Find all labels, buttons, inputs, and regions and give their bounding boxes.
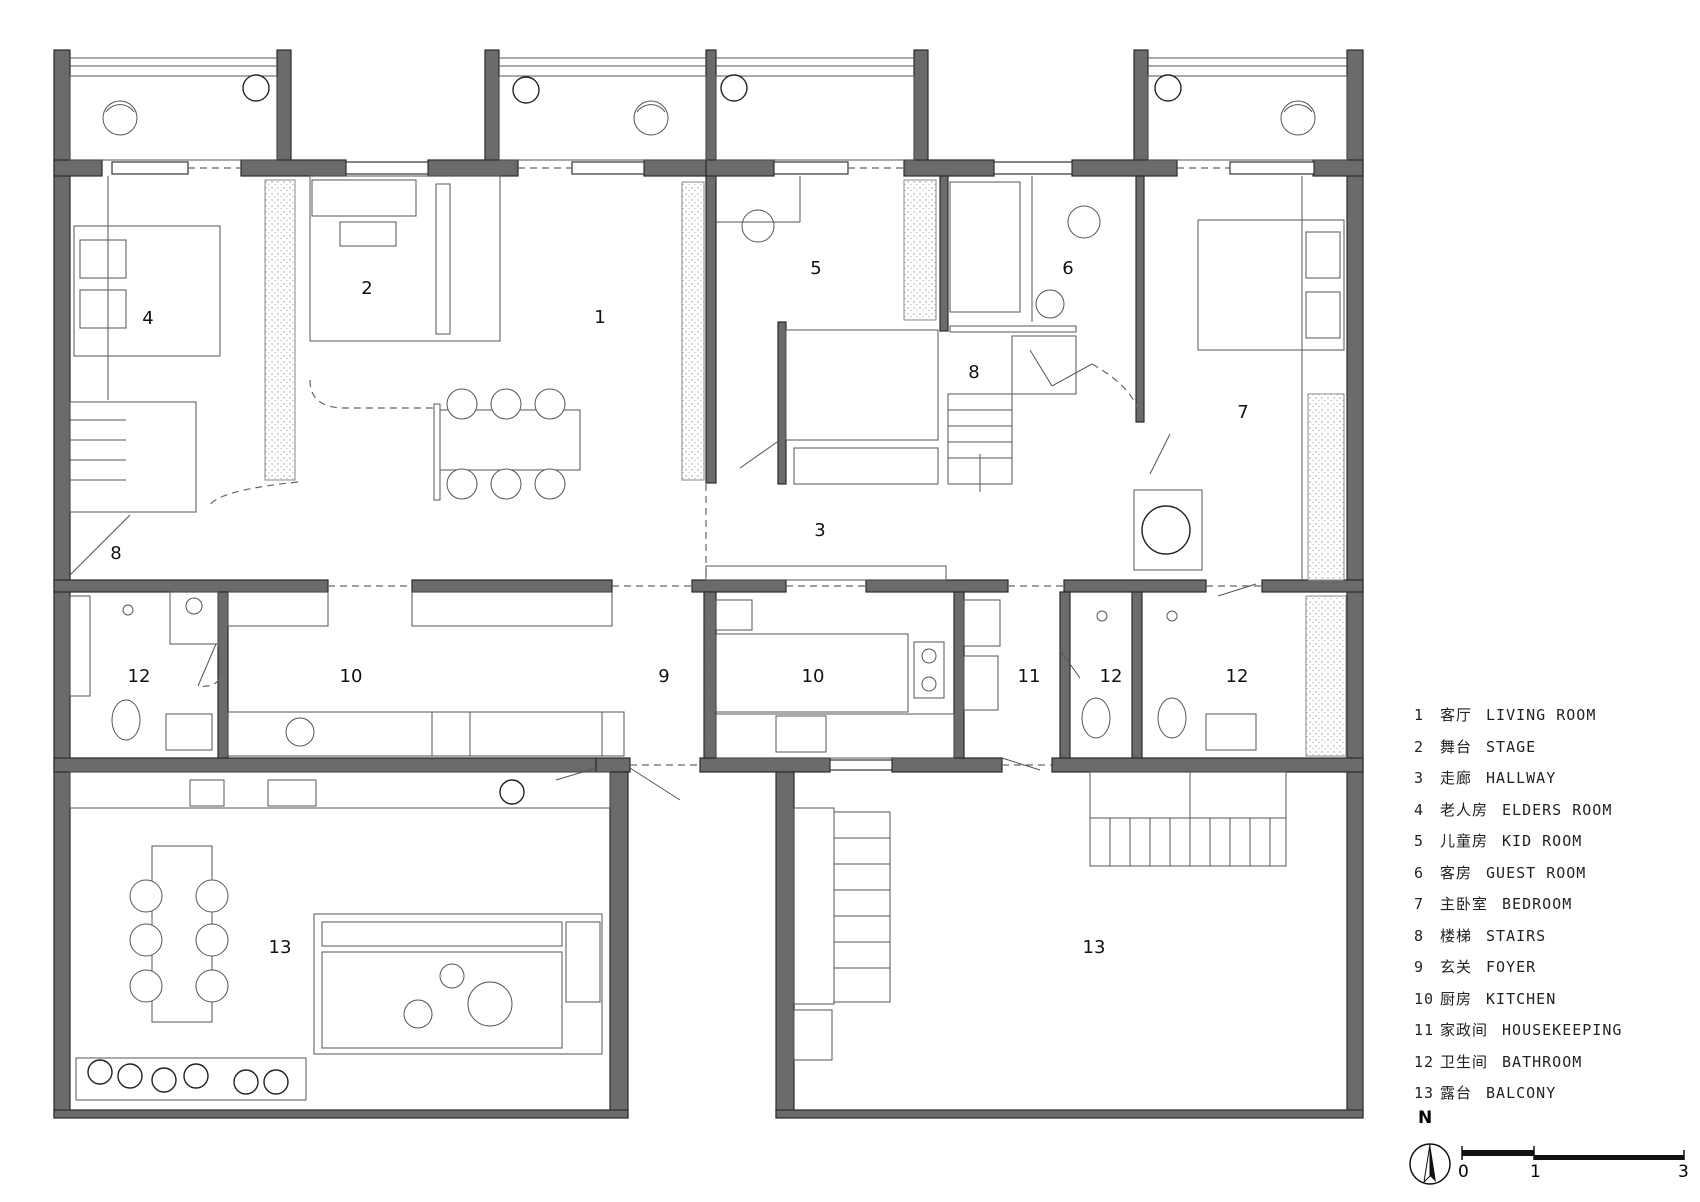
scale-label: 1 bbox=[1530, 1162, 1541, 1182]
bedroom-furniture bbox=[1133, 176, 1345, 581]
room-label: 12 bbox=[1100, 666, 1123, 687]
room-label: 1 bbox=[594, 307, 605, 328]
room-label: 3 bbox=[814, 520, 825, 541]
scale-label: 0 bbox=[1458, 1162, 1469, 1182]
balcony-chairs bbox=[102, 100, 1316, 136]
room-labels: 1 2 3 4 5 6 7 8 8 9 10 10 11 12 12 12 13… bbox=[110, 258, 1248, 958]
room-label: 13 bbox=[269, 937, 292, 958]
room-label: 8 bbox=[110, 543, 121, 564]
dining-table bbox=[433, 181, 705, 501]
guest-room-furniture bbox=[947, 176, 1101, 492]
hallway-bench bbox=[705, 565, 947, 581]
scale-label: 3 bbox=[1678, 1162, 1689, 1182]
north-arrow-icon bbox=[1409, 1143, 1451, 1185]
room-label: 9 bbox=[658, 666, 669, 687]
room-label: 8 bbox=[968, 362, 979, 383]
kid-room-furniture bbox=[716, 176, 939, 485]
room-label: 11 bbox=[1018, 666, 1041, 687]
elders-room-furniture bbox=[69, 176, 221, 576]
room-label: 5 bbox=[810, 258, 821, 279]
kitchen-left bbox=[227, 591, 625, 757]
balcony-left-furniture bbox=[69, 771, 611, 1101]
north-label: N bbox=[1418, 1108, 1433, 1128]
stage bbox=[209, 175, 501, 506]
kitchen-right bbox=[715, 599, 1001, 759]
windows bbox=[111, 161, 1315, 771]
doors bbox=[197, 349, 1257, 801]
balcony-right-furniture bbox=[793, 771, 1287, 1061]
room-label: 13 bbox=[1083, 937, 1106, 958]
room-label: 10 bbox=[802, 666, 825, 687]
walls bbox=[53, 49, 1364, 1119]
room-label: 10 bbox=[340, 666, 363, 687]
room-label: 12 bbox=[128, 666, 151, 687]
openings bbox=[188, 167, 1262, 766]
room-label: 2 bbox=[361, 278, 372, 299]
plants bbox=[242, 74, 1182, 805]
stairs-right bbox=[947, 335, 1077, 492]
bathrooms-right bbox=[1081, 595, 1347, 757]
scale-bar-icon bbox=[1461, 1146, 1685, 1160]
top-balconies bbox=[69, 57, 1348, 161]
room-label: 4 bbox=[142, 308, 153, 329]
room-label: 6 bbox=[1062, 258, 1073, 279]
room-label: 7 bbox=[1237, 402, 1248, 423]
room-label: 12 bbox=[1226, 666, 1249, 687]
bathroom-left bbox=[69, 591, 219, 751]
